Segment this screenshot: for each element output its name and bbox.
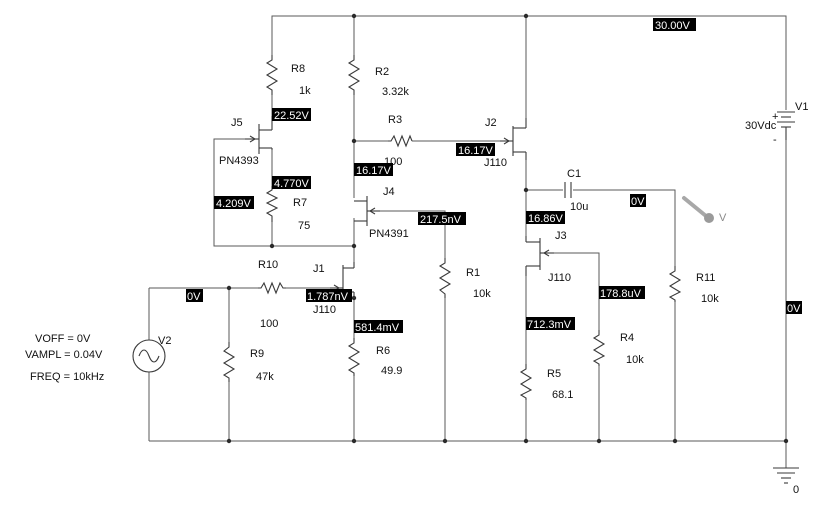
- resistor-r9[interactable]: [222, 342, 236, 382]
- r7-name: R7: [293, 197, 307, 209]
- voltage-marker: 0V: [630, 194, 646, 208]
- c1-name: C1: [567, 168, 581, 180]
- jfet-j2[interactable]: [500, 118, 527, 160]
- j1-model: J110: [313, 304, 336, 316]
- voltage-j1-source: 581.4mV: [355, 322, 400, 334]
- r8-value: 1k: [299, 85, 311, 97]
- resistor-r7[interactable]: [265, 186, 279, 222]
- j4-model: PN4391: [369, 228, 409, 240]
- voltage-marker: 16.17V: [456, 143, 495, 157]
- voltage-j5-source: 22.52V: [274, 110, 310, 122]
- resistor-r11[interactable]: [668, 266, 682, 302]
- resistor-r8[interactable]: [265, 55, 279, 95]
- resistor-r1[interactable]: [438, 258, 452, 298]
- voltage-j5-drain: 4.770V: [274, 178, 310, 190]
- j3-model: J110: [548, 272, 571, 284]
- r9-name: R9: [250, 348, 264, 360]
- v2-vampl: VAMPL = 0.04V: [25, 349, 103, 361]
- ground-name: 0: [793, 484, 799, 496]
- r6-value: 49.9: [381, 365, 402, 377]
- voltage-j4-drain: 16.17V: [356, 165, 392, 177]
- jfet-j5[interactable]: [245, 116, 273, 154]
- battery-v1[interactable]: [777, 111, 795, 140]
- j2-name: J2: [485, 117, 497, 129]
- sine-source-v2[interactable]: [132, 339, 166, 373]
- probe-label: V: [719, 212, 727, 224]
- resistor-r6[interactable]: [347, 338, 361, 376]
- r2-value: 3.32k: [382, 86, 409, 98]
- voltage-input: 0V: [187, 291, 201, 303]
- j5-name: J5: [231, 117, 243, 129]
- voltage-marker: 4.209V: [214, 196, 254, 210]
- ground-symbol: [773, 467, 799, 484]
- j1-name: J1: [313, 263, 325, 275]
- voltage-marker: 30.00V: [653, 18, 696, 32]
- r11-name: R11: [696, 272, 715, 284]
- v1-plus: +: [772, 111, 778, 123]
- voltage-output: 0V: [631, 196, 645, 208]
- voltage-marker: 0V: [786, 301, 802, 315]
- v1-minus: -: [773, 134, 777, 146]
- voltage-marker: 178.8uV: [599, 286, 645, 300]
- voltage-v1-node: 0V: [787, 303, 801, 315]
- resistor-r10[interactable]: [258, 281, 286, 295]
- voltage-marker: 1.787nV: [306, 289, 352, 303]
- component-labels: R8 1k R2 3.32k J5 PN4393 R3 100 J2 J110 …: [25, 63, 808, 496]
- junction-dots: [226, 13, 789, 444]
- r10-value: 100: [260, 318, 278, 330]
- r5-value: 68.1: [552, 389, 573, 401]
- voltage-j3-source: 712.3mV: [527, 319, 572, 331]
- voltage-j5-gate: 4.209V: [216, 198, 252, 210]
- voltage-marker: 16.86V: [526, 211, 565, 225]
- j5-model: PN4393: [219, 155, 259, 167]
- r4-name: R4: [620, 332, 634, 344]
- v2-name: V2: [158, 335, 171, 347]
- r2-name: R2: [375, 66, 389, 78]
- voltage-marker: 581.4mV: [354, 320, 403, 334]
- jfet-j3[interactable]: [525, 236, 554, 276]
- voltage-marker: 217.5nV: [418, 212, 466, 226]
- voltage-j4-gate: 217.5nV: [420, 214, 462, 226]
- r3-name: R3: [388, 114, 402, 126]
- j2-model: J110: [484, 157, 507, 169]
- voltage-marker: 0V: [186, 289, 203, 303]
- voltage-marker: 4.770V: [272, 176, 311, 190]
- r1-name: R1: [466, 267, 480, 279]
- j4-name: J4: [383, 186, 395, 198]
- capacitor-c1[interactable]: [564, 182, 572, 198]
- v2-voff: VOFF = 0V: [35, 333, 91, 345]
- voltage-j1-gate: 1.787nV: [307, 291, 349, 303]
- voltage-marker: 16.17V: [354, 163, 393, 177]
- wires: [148, 15, 787, 468]
- r10-name: R10: [258, 259, 278, 271]
- resistor-r4[interactable]: [592, 330, 606, 366]
- j3-name: J3: [555, 230, 567, 242]
- c1-value: 10u: [570, 201, 588, 213]
- voltage-probe-icon[interactable]: V: [682, 196, 727, 224]
- r8-name: R8: [291, 63, 305, 75]
- r5-name: R5: [547, 368, 561, 380]
- voltage-j3-gate: 178.8uV: [600, 288, 642, 300]
- voltage-supply: 30.00V: [655, 20, 691, 32]
- v1-name: V1: [795, 101, 808, 113]
- r1-value: 10k: [473, 288, 491, 300]
- voltage-j2-source: 16.86V: [528, 213, 564, 225]
- r7-value: 75: [298, 220, 310, 232]
- v1-value: 30Vdc: [745, 120, 777, 132]
- r9-value: 47k: [256, 371, 274, 383]
- jfet-j4[interactable]: [354, 196, 380, 226]
- r4-value: 10k: [626, 354, 644, 366]
- voltage-markers: 30.00V 22.52V 16.17V 16.17V 4.770V 4.209…: [186, 18, 802, 334]
- r6-name: R6: [376, 345, 390, 357]
- resistor-r5[interactable]: [519, 364, 533, 400]
- resistor-r2[interactable]: [347, 55, 361, 95]
- voltage-marker: 712.3mV: [526, 317, 575, 331]
- v2-freq: FREQ = 10kHz: [30, 371, 104, 383]
- voltage-marker: 22.52V: [272, 108, 311, 122]
- r11-value: 10k: [701, 293, 719, 305]
- resistor-r3[interactable]: [388, 134, 413, 148]
- voltage-j2-gate: 16.17V: [458, 145, 494, 157]
